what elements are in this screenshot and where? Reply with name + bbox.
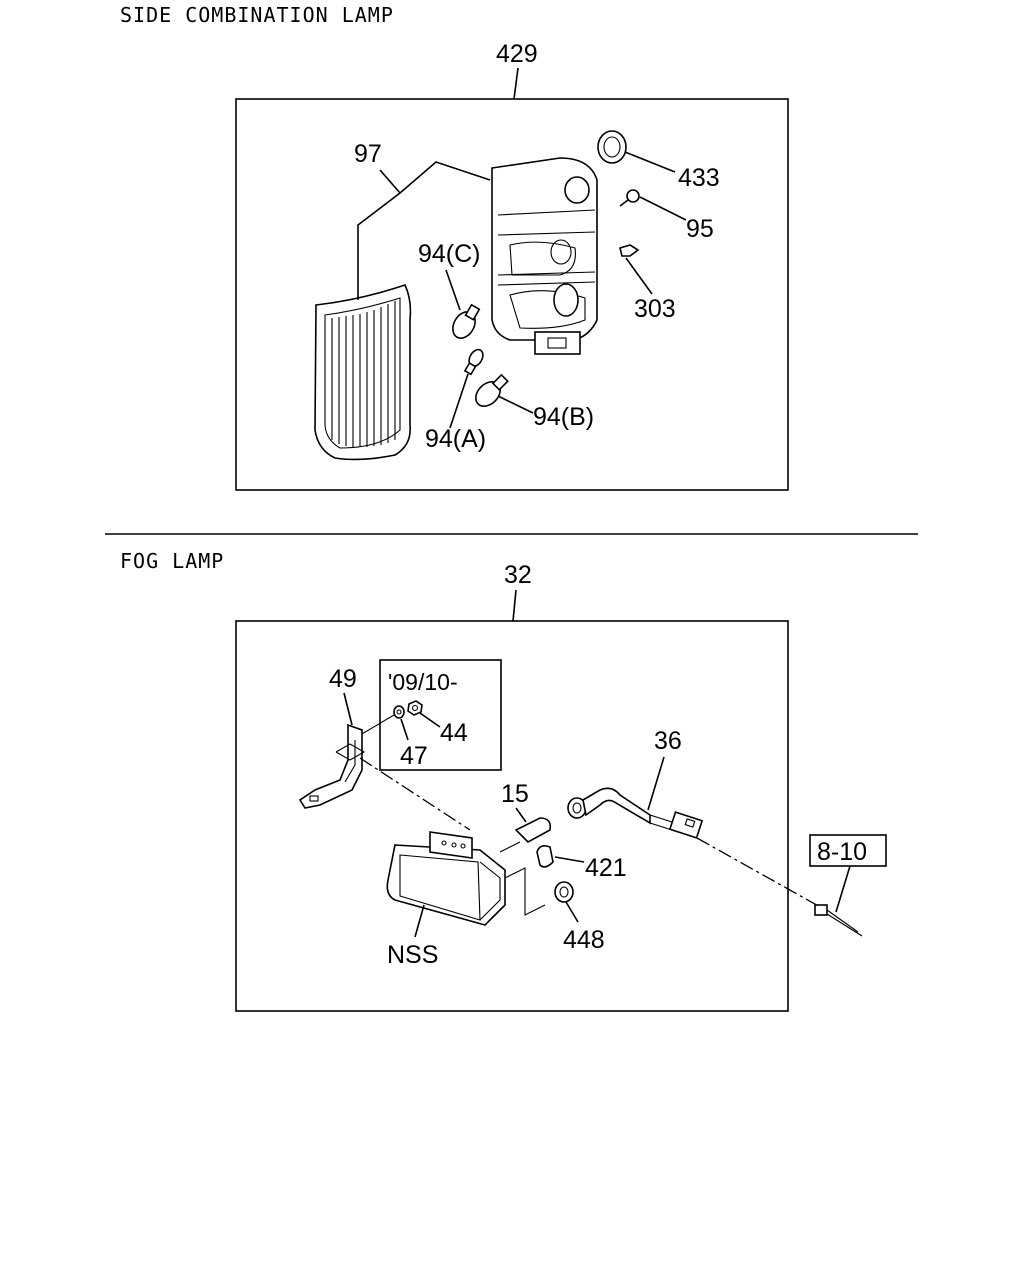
leader-429 [513, 67, 519, 100]
leader-47 [400, 718, 409, 741]
bulb-15 [499, 817, 552, 853]
section-title-side-combination-lamp: SIDE COMBINATION LAMP [120, 3, 394, 27]
fog-lamp-body-nss [386, 831, 506, 926]
label-49: 49 [329, 665, 357, 693]
label-94b: 94(B) [533, 403, 594, 431]
inset-date-label: '09/10- [388, 669, 458, 695]
bulb-94a [463, 348, 484, 376]
leader-49 [343, 692, 353, 726]
nut-44 [407, 700, 423, 716]
leader-448 [565, 901, 579, 923]
label-nss: NSS [387, 941, 438, 969]
clip-421 [536, 845, 554, 868]
lamp-housing [491, 157, 598, 355]
label-32: 32 [504, 561, 532, 589]
label-94a: 94(A) [425, 425, 486, 453]
section-title-fog-lamp: FOG LAMP [120, 549, 224, 573]
harness-36 [567, 787, 704, 839]
leader-nss [414, 904, 425, 938]
clip-303 [619, 244, 640, 257]
lamp-lens-97 [314, 284, 412, 461]
label-95: 95 [686, 215, 714, 243]
leader-303 [625, 257, 653, 295]
inset-box [379, 659, 502, 771]
bracket-49 [298, 723, 366, 809]
assembly-frame-32 [235, 620, 789, 1012]
label-421: 421 [585, 854, 627, 882]
bulb-94c [452, 303, 481, 339]
leader-15 [515, 807, 527, 823]
label-15: 15 [501, 780, 529, 808]
label-97: 97 [354, 140, 382, 168]
bulb-94b [475, 373, 509, 407]
label-433: 433 [678, 164, 720, 192]
leader-94c [445, 269, 461, 311]
leader-8-10 [835, 865, 851, 913]
assembly-line-bracket [359, 757, 471, 831]
leader-94a [449, 373, 469, 429]
grommet-448 [554, 881, 574, 903]
side-combination-lamp-section: SIDE COMBINATION LAMP 429 97 [120, 3, 789, 491]
screw-95 [619, 189, 640, 207]
assembly-line-harness [696, 837, 823, 909]
leader-44 [419, 712, 441, 728]
leader-97-lens [357, 169, 402, 300]
label-8-10: 8-10 [817, 838, 867, 866]
leader-421 [554, 856, 585, 863]
label-44: 44 [440, 719, 468, 747]
label-303: 303 [634, 295, 676, 323]
label-36: 36 [654, 727, 682, 755]
connector-bracket [504, 867, 546, 916]
leader-32 [512, 589, 517, 622]
leader-36 [647, 756, 665, 811]
washer-47 [393, 705, 405, 719]
label-429: 429 [496, 40, 538, 68]
assembly-frame-429 [235, 98, 789, 491]
connector-ref-8-10 [814, 904, 863, 937]
label-94c: 94(C) [418, 240, 481, 268]
leader-97-housing [399, 161, 491, 194]
label-47: 47 [400, 742, 428, 770]
label-448: 448 [563, 926, 605, 954]
leader-433 [624, 151, 676, 173]
leader-94b [497, 395, 534, 414]
ref-box-8-10 [809, 834, 887, 867]
grommet-433 [597, 130, 627, 164]
leader-95 [639, 196, 687, 221]
fog-lamp-section: FOG LAMP 32 '09/10- 44 47 49 [120, 549, 887, 1012]
